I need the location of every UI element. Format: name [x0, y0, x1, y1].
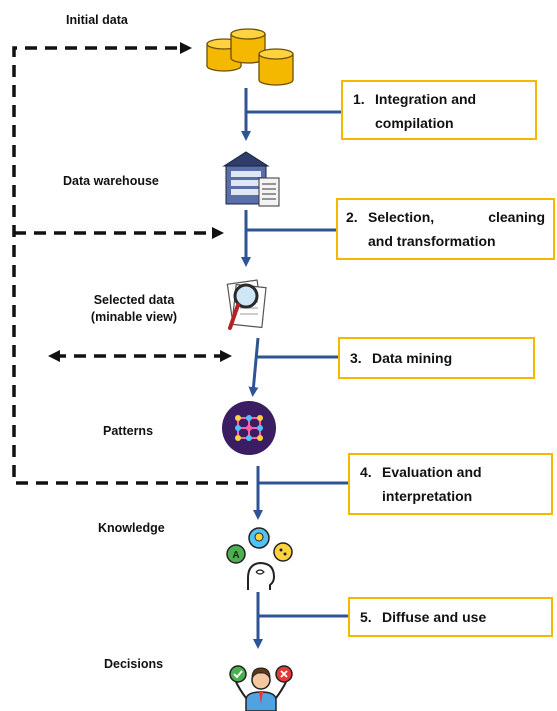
- step-number-1: 1.: [353, 91, 365, 107]
- step-box-2: 2. Selection, cleaning and transformatio…: [336, 198, 555, 260]
- step-text-2-word1: Selection,: [368, 209, 435, 225]
- step-box-1: 1. Integration and compilation: [341, 80, 537, 140]
- step-text-5: Diffuse and use: [382, 609, 487, 625]
- step-number-4: 4.: [360, 464, 372, 480]
- step-number-2: 2.: [346, 209, 358, 225]
- stage-label-initial-data: Initial data: [66, 13, 128, 27]
- stage-label-decisions: Decisions: [104, 657, 164, 671]
- stage-label-patterns: Patterns: [103, 424, 154, 438]
- step-text-2-word2: cleaning: [488, 209, 545, 225]
- stage-label-data-warehouse: Data warehouse: [63, 174, 159, 188]
- step-connectors: [246, 110, 348, 618]
- step-text-2-line2: and transformation: [368, 233, 496, 249]
- stage-label-selected-data-line2: (minable view): [90, 310, 178, 324]
- pattern-grid-icon: [222, 401, 276, 455]
- warehouse-icon: [222, 151, 280, 207]
- step-box-4: 4. Evaluation and interpretation: [348, 453, 553, 515]
- step-text-4-line2: interpretation: [382, 488, 473, 504]
- step-text-1-line1: Integration and: [375, 91, 477, 107]
- step-box-3: 3. Data mining: [338, 337, 535, 379]
- step-text-4-line1: Evaluation and: [382, 464, 482, 480]
- step-number-3: 3.: [350, 350, 362, 366]
- feedback-loop: [12, 42, 248, 485]
- step-box-5: 5. Diffuse and use: [348, 597, 553, 637]
- stage-label-knowledge: Knowledge: [98, 521, 165, 535]
- database-icon: [206, 28, 294, 86]
- knowledge-head-icon: A: [226, 527, 293, 590]
- step-number-5: 5.: [360, 609, 372, 625]
- stage-label-selected-data: Selected data (minable view): [74, 292, 194, 326]
- step-text-3: Data mining: [372, 350, 453, 366]
- decision-person-icon: [229, 665, 293, 711]
- step-text-1-line2: compilation: [375, 115, 454, 131]
- svg-text:A: A: [232, 550, 239, 561]
- document-search-icon: [226, 279, 267, 330]
- stage-label-selected-data-line1: Selected data: [93, 293, 175, 307]
